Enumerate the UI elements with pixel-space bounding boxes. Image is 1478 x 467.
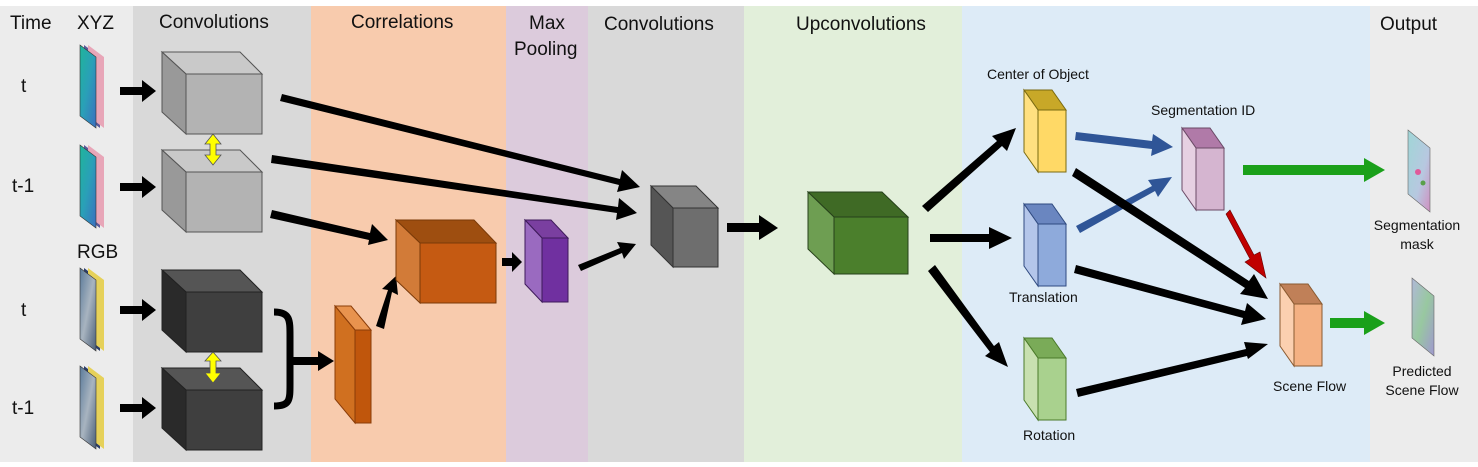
shared-weights-xyz: [204, 133, 222, 166]
arrow-to-rotation: [928, 265, 1008, 367]
header-time: Time: [10, 13, 52, 34]
time-label-rgb-t1: t-1: [12, 398, 34, 419]
label-segmentation-mask-2: mask: [1400, 236, 1434, 252]
upconv-cube: [806, 190, 910, 276]
shared-weights-rgb: [204, 351, 222, 384]
conv-cube-xyz-t1: [160, 148, 264, 234]
conv2-cube: [649, 184, 720, 269]
column-headers: Time XYZ Convolutions Correlations Max P…: [10, 12, 1438, 263]
head-rotation: [1023, 336, 1067, 422]
input-rgb-t: [79, 267, 104, 352]
arrow-conv2-to-upconv: [727, 215, 778, 240]
header-rgb: RGB: [77, 242, 118, 263]
correlation-cube: [394, 218, 498, 305]
label-translation: Translation: [1009, 289, 1078, 305]
corr-input-layer: [333, 304, 373, 425]
head-center-of-object: [1023, 88, 1067, 174]
header-output: Output: [1380, 14, 1438, 35]
arrow-pool-to-conv2: [578, 242, 636, 271]
arrow-rgb-t1: [120, 397, 156, 419]
label-segmentation-id: Segmentation ID: [1151, 102, 1255, 118]
arrow-to-segmentation-mask: [1243, 158, 1385, 182]
arrow-to-center: [922, 128, 1016, 212]
label-center-of-object: Center of Object: [987, 66, 1089, 82]
time-label-xyz-t: t: [21, 76, 27, 97]
arrow-rotation-to-flow: [1076, 342, 1268, 397]
arrow-xyz-t-skip: [280, 94, 640, 192]
time-label-xyz-t1: t-1: [12, 176, 34, 197]
output-segmentation-mask: [1407, 129, 1431, 213]
conv-cube-rgb-t: [160, 268, 264, 354]
head-translation: [1023, 202, 1067, 288]
header-correlations: Correlations: [351, 12, 453, 33]
flow-arrows: [1072, 168, 1268, 397]
arrow-xyz-t: [120, 80, 156, 102]
label-segmentation-mask-1: Segmentation: [1374, 217, 1460, 233]
max-pool-layer: [523, 218, 570, 304]
input-xyz-t: [79, 44, 104, 129]
arrow-bracket-to-corr: [290, 351, 334, 371]
input-arrows: [120, 80, 156, 419]
time-labels: t t-1 t t-1: [12, 76, 34, 419]
arrow-rgb-t: [120, 299, 156, 321]
head-scene-flow: [1279, 282, 1323, 368]
arrow-corr-to-pool: [502, 252, 522, 272]
arrow-corr-up: [376, 276, 398, 329]
arrow-seg-to-flow: [1225, 209, 1267, 279]
label-predicted-flow-1: Predicted: [1392, 363, 1451, 379]
header-xyz: XYZ: [77, 13, 114, 34]
label-rotation: Rotation: [1023, 427, 1075, 443]
label-predicted-flow-2: Scene Flow: [1385, 382, 1459, 398]
arrow-to-predicted-flow: [1330, 311, 1385, 335]
label-scene-flow: Scene Flow: [1273, 378, 1347, 394]
upconv-head-arrows: [922, 128, 1016, 367]
output-arrows: [1243, 158, 1385, 335]
band-output: [1370, 6, 1478, 462]
arrow-to-translation: [930, 227, 1012, 249]
band-time-input: [0, 6, 133, 462]
header-convolutions-2: Convolutions: [604, 14, 714, 35]
arrow-xyz-t1-skip: [271, 155, 637, 220]
arrow-translation-to-flow: [1074, 265, 1266, 325]
time-label-rgb-t: t: [21, 300, 27, 321]
arrow-xyz-t1: [120, 176, 156, 198]
conv-cube-xyz-t: [160, 50, 264, 136]
arrow-center-to-seg: [1075, 132, 1173, 156]
skip-arrows: [270, 94, 640, 245]
header-max-pooling-1: Max: [529, 13, 565, 34]
head-segmentation-id: [1181, 126, 1225, 212]
arrow-xyz-t1-to-corr: [270, 210, 388, 245]
header-convolutions-1: Convolutions: [159, 12, 269, 33]
input-rgb-t1: [79, 365, 104, 450]
input-xyz-t1: [79, 144, 104, 229]
arrow-center-to-flow: [1072, 168, 1268, 299]
header-upconvolutions: Upconvolutions: [796, 14, 926, 35]
header-max-pooling-2: Pooling: [514, 39, 577, 60]
output-predicted-scene-flow: [1411, 277, 1435, 357]
